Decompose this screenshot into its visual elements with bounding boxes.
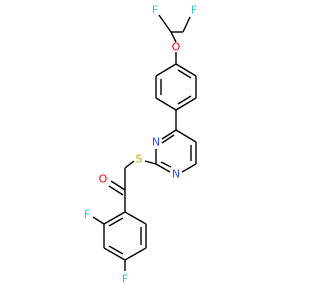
atom-s-thioether: S [136,153,143,166]
bond-ph1-c [175,97,197,111]
atom-f-ortho: F [84,208,90,221]
bond-ph1-a [175,63,197,77]
bond-pyr-f [161,129,177,140]
bond-s-ch2 [124,160,135,169]
bond-co-2 [108,185,124,196]
bond-lines [92,14,197,271]
atom-o-ketone: O [99,173,108,186]
atom-labels: F F O N N S O F F [84,4,197,286]
bond-ph2-f [103,211,126,225]
atom-o-ether: O [172,41,181,54]
bond-co-1 [110,180,126,191]
atom-n-upper: N [152,136,160,149]
bond-ph1-d [155,97,177,111]
bond-ph2-a [124,211,147,225]
atom-n-lower: N [172,168,180,181]
bond-c-o-ether [170,31,177,43]
atom-f-top-left: F [152,4,158,17]
molecule-canvas: F F O N N S O F F [84,4,197,286]
bond-pyr-d [155,163,171,173]
bond-cf-left [158,14,172,33]
bond-pyr-double-2 [160,161,172,168]
atom-f-para: F [122,273,128,286]
bond-pyr-c [181,163,197,173]
bond-ph2-d [103,247,126,261]
bond-c-f-ortho [92,216,105,225]
bond-ph1-double-2 [177,95,192,105]
bond-pyr-double-3 [161,134,175,144]
bond-ph1-f [155,63,177,77]
atom-f-top-right: F [191,4,197,17]
bond-ph2-double-3 [108,217,124,227]
bond-c-s [144,160,157,165]
bond-ph2-double-2 [108,245,124,255]
bond-cf-right [182,16,191,33]
bond-ph2-c [124,247,147,261]
molecule-structure: F F O N N S O F F [84,4,197,286]
bond-ph1-double-1 [177,69,192,79]
bond-pyr-a [175,129,197,143]
